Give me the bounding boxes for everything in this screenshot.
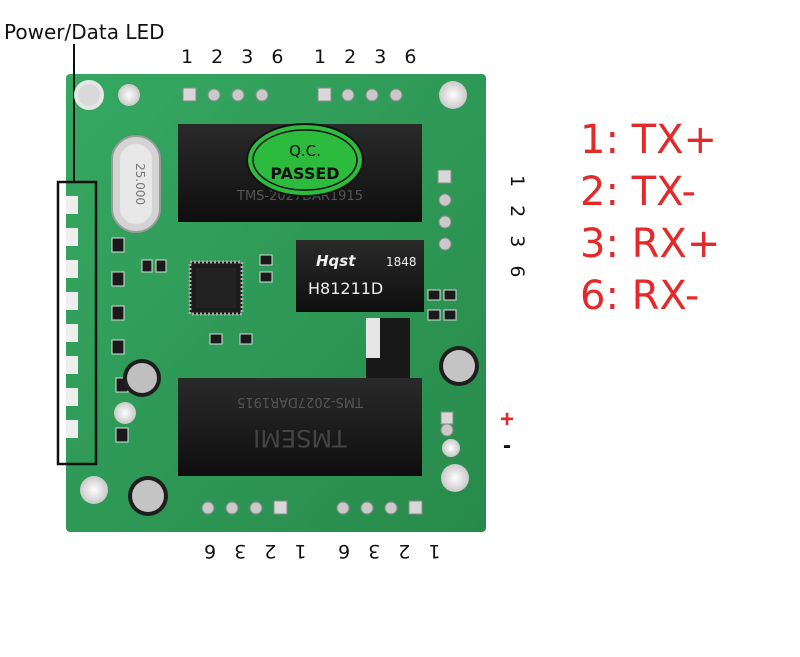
legend-item: 2: TX- <box>580 169 696 215</box>
capacitors <box>123 346 479 516</box>
legend-item: 3: RX+ <box>580 221 721 267</box>
bottom-transformer: TMS-2027DAR1915 TMSEMI <box>178 378 422 476</box>
hqst-brand: Hqst <box>316 252 356 270</box>
main-ic <box>188 260 244 316</box>
top-right-pin-numbers: 1 2 3 6 <box>314 46 423 68</box>
top-headers <box>182 87 403 102</box>
crystal-label: 25.000 <box>133 163 147 205</box>
qc-line1: Q.C. <box>289 142 321 160</box>
power-data-led-label: Power/Data LED <box>4 20 165 44</box>
bottom-transformer-label: TMS-2027DAR1915 <box>237 394 364 409</box>
right-header <box>437 169 454 437</box>
resistors <box>111 237 457 443</box>
crystal: 25.000 <box>111 135 161 233</box>
hqst-part: H81211D <box>308 279 383 298</box>
pin-legend: 1: TX+ 2: TX- 3: RX+ 6: RX- <box>580 114 720 322</box>
regulator <box>366 318 410 382</box>
led-column <box>56 180 98 466</box>
top-left-pin-numbers: 1 2 3 6 <box>181 46 290 68</box>
hqst-chip: Hqst 1848 H81211D <box>296 240 424 312</box>
bottom-transformer-brand: TMSEMI <box>253 424 348 452</box>
mounting-holes <box>74 80 469 504</box>
plus-sign: + <box>500 406 515 433</box>
qc-line2: PASSED <box>270 164 339 183</box>
bottom-headers <box>201 500 423 515</box>
qc-sticker: Q.C. PASSED <box>246 123 364 197</box>
hqst-code: 1848 <box>386 255 417 269</box>
legend-item: 1: TX+ <box>580 117 717 163</box>
legend-item: 6: RX- <box>580 273 700 319</box>
minus-sign: - <box>503 432 511 459</box>
